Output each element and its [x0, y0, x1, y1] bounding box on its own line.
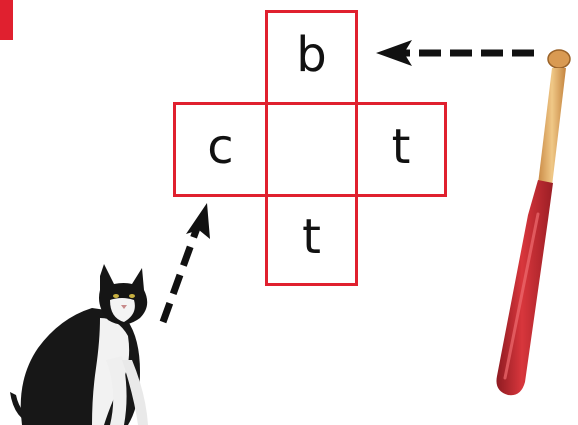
cell-center[interactable] [265, 102, 358, 197]
arrow-left-icon [376, 40, 534, 66]
cell-right[interactable]: t [355, 102, 447, 197]
cell-right-letter: t [392, 123, 411, 171]
cell-left[interactable]: c [173, 102, 268, 197]
cat-icon [10, 264, 148, 425]
cell-top[interactable]: b [265, 10, 358, 105]
corner-marker [0, 0, 13, 40]
baseball-bat-icon [496, 50, 570, 395]
cell-left-letter: c [207, 123, 233, 171]
cell-bottom[interactable]: t [265, 194, 358, 286]
arrow-up-right-icon [163, 203, 210, 322]
cell-bottom-letter: t [302, 213, 321, 261]
cell-top-letter: b [296, 31, 326, 79]
